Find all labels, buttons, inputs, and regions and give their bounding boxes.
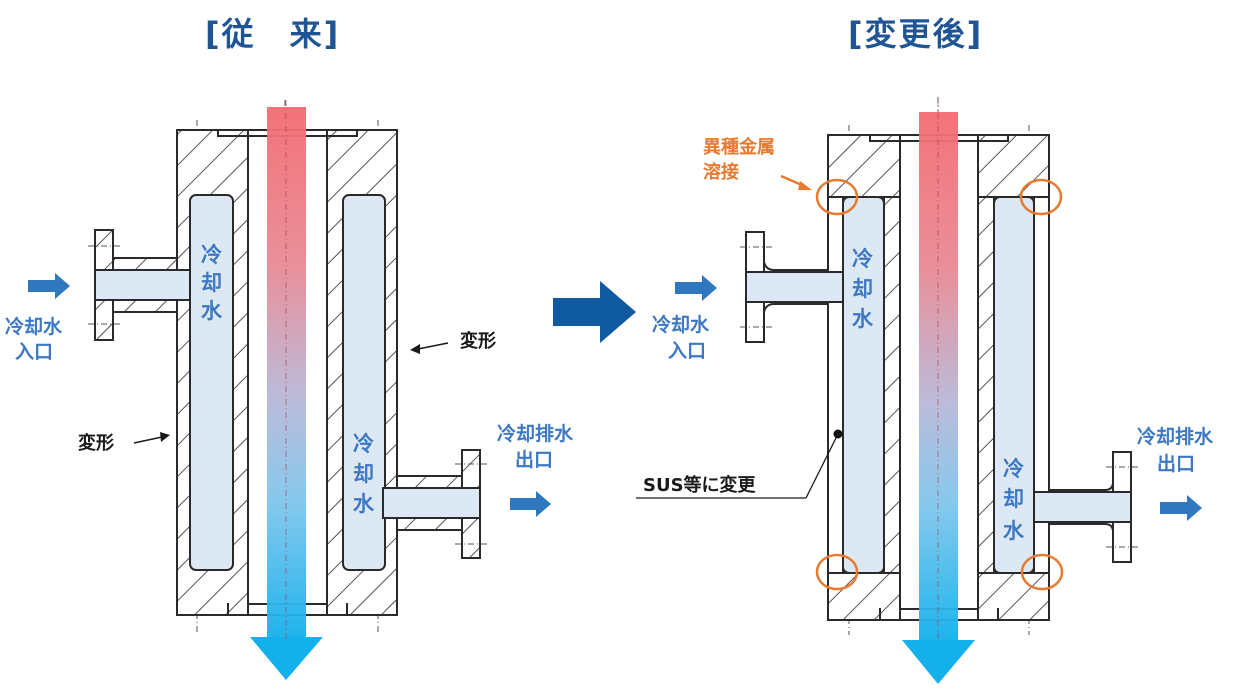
weld-circle-bottom-right — [1020, 553, 1064, 591]
weld-circle-top-right — [1019, 178, 1063, 216]
inlet-arrow-icon — [675, 275, 717, 301]
svg-text:変形: 変形 — [78, 432, 114, 454]
svg-text:却: 却 — [353, 462, 374, 486]
svg-text:水: 水 — [1003, 519, 1025, 543]
left-water-jacket — [842, 196, 885, 574]
svg-text:冷: 冷 — [201, 243, 222, 267]
before-panel: [従 来] — [5, 15, 574, 680]
svg-text:却: 却 — [852, 277, 873, 301]
arrow-down-icon — [902, 640, 975, 684]
inlet-label-2: 入口 — [668, 340, 706, 362]
deformation-annotation-right: 変形 — [410, 330, 496, 354]
svg-text:水: 水 — [353, 492, 375, 516]
outlet-arrow-icon — [510, 491, 551, 517]
after-title: [変更後] — [848, 15, 983, 53]
left-water-jacket — [189, 194, 234, 571]
weld-highlights — [815, 178, 1064, 591]
outlet-nozzle — [382, 449, 488, 559]
svg-text:冷: 冷 — [353, 432, 374, 456]
inlet-nozzle — [88, 229, 191, 341]
deformation-annotation-left: 変形 — [78, 432, 170, 454]
svg-text:変形: 変形 — [460, 330, 496, 352]
right-water-label: 冷 却 水 — [1003, 457, 1025, 543]
right-water-jacket — [342, 194, 386, 571]
weld-annotation: 異種金属 溶接 — [703, 136, 812, 190]
outlet-label: 冷却排水 — [1137, 425, 1214, 448]
svg-text:異種金属: 異種金属 — [703, 136, 775, 158]
left-water-label: 冷 却 水 — [201, 243, 223, 323]
outlet-label-2: 出口 — [1157, 452, 1195, 475]
transition-arrow-icon — [553, 281, 636, 343]
inlet-label: 冷却水 — [5, 315, 63, 338]
left-sus-shell — [827, 196, 844, 574]
outlet-arrow-icon — [1160, 495, 1202, 521]
process-flow-arrow — [902, 100, 975, 684]
process-flow-arrow — [250, 100, 323, 680]
svg-text:冷: 冷 — [852, 247, 873, 271]
outlet-nozzle — [1033, 451, 1139, 563]
arrow-down-icon — [250, 637, 323, 680]
svg-text:却: 却 — [1003, 487, 1024, 511]
inlet-arrow-icon — [28, 273, 70, 299]
svg-text:SUS等に変更: SUS等に変更 — [643, 474, 757, 496]
inlet-label-2: 入口 — [15, 341, 53, 363]
svg-text:却: 却 — [201, 271, 222, 295]
inlet-label: 冷却水 — [652, 313, 710, 336]
right-water-label: 冷 却 水 — [353, 432, 375, 516]
weld-circle-top-left — [815, 178, 859, 216]
svg-text:溶接: 溶接 — [703, 161, 739, 183]
outlet-label-2: 出口 — [515, 448, 553, 471]
inlet-nozzle — [740, 231, 844, 343]
outlet-label: 冷却排水 — [497, 422, 574, 445]
left-water-label: 冷 却 水 — [852, 247, 874, 331]
after-panel: [変更後] — [636, 15, 1214, 684]
svg-text:水: 水 — [201, 299, 223, 323]
before-title: [従 来] — [205, 15, 340, 53]
material-change-annotation: SUS等に変更 — [636, 429, 843, 499]
weld-circle-bottom-left — [815, 553, 859, 591]
svg-text:冷: 冷 — [1003, 457, 1024, 481]
right-water-jacket — [993, 196, 1035, 574]
svg-text:水: 水 — [852, 307, 874, 331]
